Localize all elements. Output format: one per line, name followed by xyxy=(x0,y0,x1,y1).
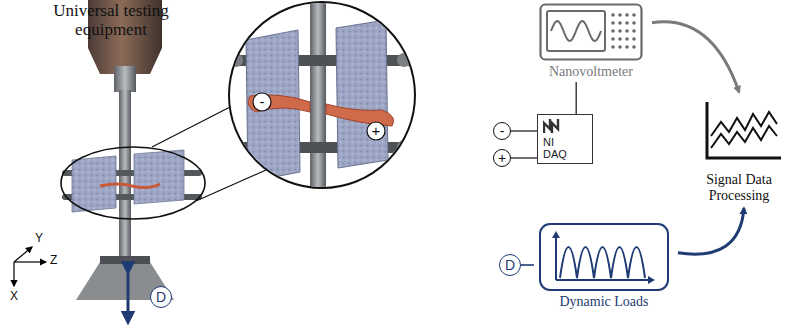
node-text: Nanovoltmeter xyxy=(549,64,633,82)
scope-knob xyxy=(625,13,629,17)
loads-wave xyxy=(560,247,645,278)
specimen xyxy=(119,90,131,265)
scope-knob xyxy=(618,13,622,17)
dynamic-loads-node: Dynamic Loads xyxy=(534,222,674,310)
scope-knob xyxy=(632,21,636,25)
zoom-leader xyxy=(152,106,232,147)
zoom-ellipse xyxy=(61,147,205,219)
ni-logo xyxy=(543,118,561,134)
scope-knob xyxy=(611,45,615,49)
lower-grip-jaw xyxy=(100,256,150,264)
chart-axes xyxy=(707,102,781,158)
nut xyxy=(397,53,411,67)
scope-knob xyxy=(632,13,636,17)
scope-wave xyxy=(551,21,601,41)
scope-knob xyxy=(632,45,636,49)
scope-knob xyxy=(625,45,629,49)
displacement-arrow xyxy=(127,268,130,318)
scope-knob xyxy=(625,21,629,25)
node-text: Signal Data Processing xyxy=(691,172,787,204)
signal-processing-icon xyxy=(693,96,785,172)
scope-body xyxy=(541,5,642,60)
nanovoltmeter-node: Nanovoltmeter xyxy=(534,3,648,82)
clamp-block-detail xyxy=(336,20,388,168)
loads-axis xyxy=(555,234,557,280)
connector xyxy=(576,82,577,114)
node-text: Dynamic Loads xyxy=(559,294,648,310)
displacement-circle: D xyxy=(499,254,521,276)
connector xyxy=(652,22,739,92)
scope-knob xyxy=(611,21,615,25)
scope-knob xyxy=(618,45,622,49)
scope-knob xyxy=(618,21,622,25)
axis-x xyxy=(13,262,14,286)
scope-knob xyxy=(625,37,629,41)
signal-processing-node: Signal Data Processing xyxy=(690,96,788,204)
scope-knob xyxy=(618,29,622,33)
axis-z xyxy=(14,261,46,262)
connector xyxy=(511,130,537,131)
polarity-sign: + xyxy=(369,122,383,139)
scope-knob xyxy=(632,37,636,41)
dynamic-loads-icon xyxy=(538,222,670,292)
loads-frame xyxy=(540,224,668,290)
zoom-leader xyxy=(196,170,266,201)
chart-line xyxy=(711,126,777,148)
node-text: + xyxy=(495,151,509,165)
terminal-circle: + xyxy=(493,149,511,167)
scope-screen xyxy=(547,11,605,51)
loads-axis xyxy=(556,279,652,281)
electrode-positive xyxy=(326,104,394,126)
scope-knob xyxy=(611,29,615,33)
connector xyxy=(521,264,534,266)
scope-knob xyxy=(611,37,615,41)
connector xyxy=(678,208,744,254)
connector xyxy=(511,157,537,158)
scope-knob xyxy=(618,37,622,41)
scope-knob xyxy=(632,29,636,33)
terminal-circle: - xyxy=(493,122,511,140)
specimen-detail xyxy=(310,0,326,200)
axis-label: Y xyxy=(35,232,43,245)
displacement-circle: D xyxy=(150,286,172,308)
scope-knob xyxy=(625,29,629,33)
nut xyxy=(229,53,243,67)
node-text: - xyxy=(497,124,508,138)
daq-box: NI DAQ xyxy=(537,114,593,164)
chart-line xyxy=(711,112,777,136)
nut xyxy=(397,140,411,154)
specimen-end xyxy=(114,66,136,92)
polarity-sign: - xyxy=(255,93,269,110)
oscilloscope-icon xyxy=(539,3,643,61)
node-text: D xyxy=(153,290,169,304)
scope-knob xyxy=(611,13,615,17)
ni-logo-mark xyxy=(544,119,558,133)
node-text: D xyxy=(502,258,518,272)
polarity-circle xyxy=(367,122,385,140)
axis-y xyxy=(14,247,32,262)
loads-axis-head xyxy=(552,231,560,238)
nut xyxy=(229,140,243,154)
loads-axis-head xyxy=(648,276,655,284)
axis-label: Z xyxy=(50,254,57,267)
node-text: NI DAQ xyxy=(543,136,573,160)
axis-label: X xyxy=(10,290,18,303)
polarity-circle xyxy=(253,93,271,111)
machine-title: Universal testing equipment xyxy=(28,2,194,39)
electrode xyxy=(100,184,160,188)
clamp-block xyxy=(134,150,184,204)
zoom-detail xyxy=(228,0,418,200)
